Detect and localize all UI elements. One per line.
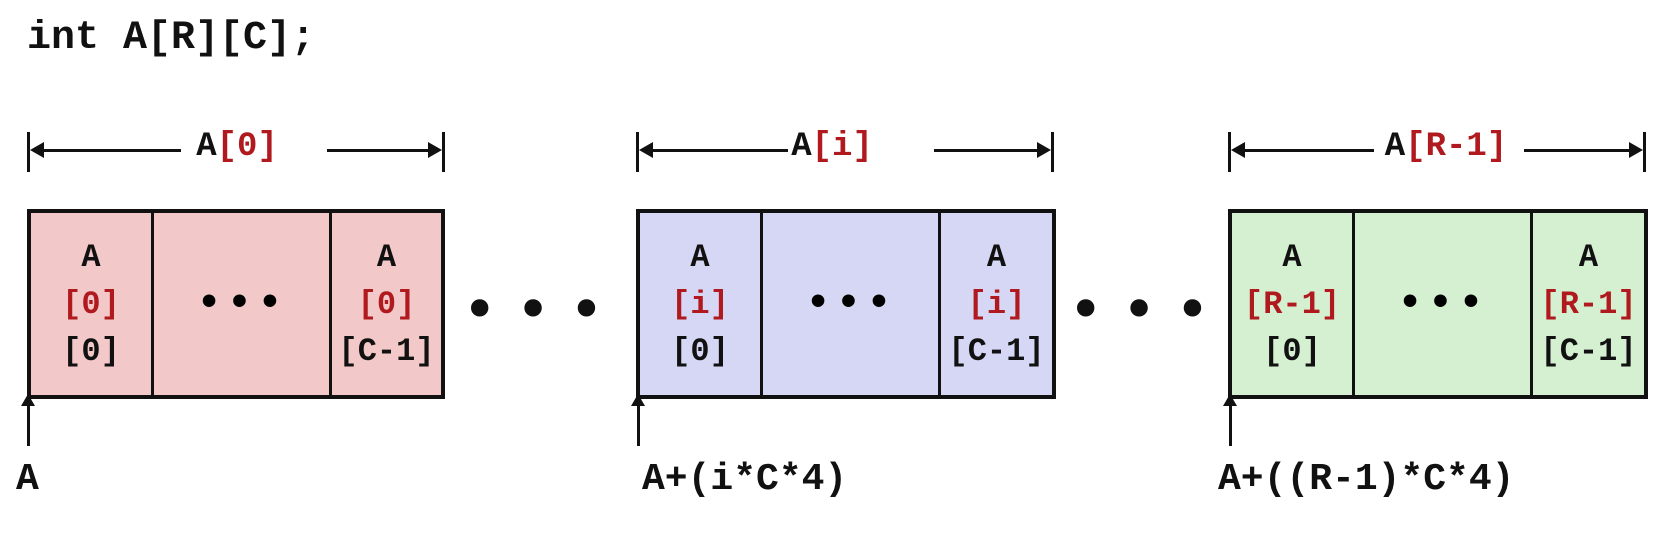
element-col-index: [0]	[671, 332, 729, 370]
element-name: A	[690, 238, 710, 276]
span-tick-left	[27, 132, 30, 172]
span-line-left	[650, 149, 788, 152]
element-middle: •••	[151, 213, 329, 395]
row-separator-1: •••	[462, 275, 623, 345]
row-address-0: A	[16, 458, 39, 501]
span-line-right	[327, 149, 431, 152]
row-address-last: A+((R-1)*C*4)	[1218, 458, 1515, 501]
element-col-index: [C-1]	[948, 332, 1045, 370]
row-span-label: A[i]	[791, 128, 873, 166]
element-row-index: [0]	[62, 285, 120, 323]
arrow-left-icon	[30, 142, 44, 158]
ellipsis-icon: •••	[804, 279, 897, 329]
span-line-left	[41, 149, 181, 152]
element-middle: •••	[1352, 213, 1530, 395]
row-span-i: A[i]	[636, 128, 1054, 172]
arrow-right-icon	[1037, 142, 1051, 158]
element-row-index: [0]	[357, 285, 416, 323]
element-name: A	[376, 238, 397, 276]
element-last: A [0] [C-1]	[329, 213, 441, 395]
arrow-right-icon	[1629, 142, 1643, 158]
row-span-label: A[0]	[196, 128, 278, 166]
element-col-index: [0]	[1263, 332, 1321, 370]
arrow-left-icon	[639, 142, 653, 158]
span-tick-right	[1643, 132, 1646, 172]
element-last: A [i] [C-1]	[938, 213, 1052, 395]
element-col-index: [0]	[62, 332, 120, 370]
ellipsis-icon: •••	[195, 279, 288, 329]
address-pointer-0	[21, 394, 35, 446]
span-line-left	[1242, 149, 1374, 152]
row-span-last: A[R-1]	[1228, 128, 1646, 172]
span-array-name: A	[791, 128, 812, 166]
element-name: A	[1282, 238, 1302, 276]
row-address-i: A+(i*C*4)	[642, 458, 848, 501]
span-line-right	[934, 149, 1040, 152]
element-row-index: [i]	[967, 285, 1026, 323]
element-first: A [R-1] [0]	[1232, 213, 1352, 395]
element-row-index: [R-1]	[1540, 285, 1637, 323]
span-line-right	[1524, 149, 1632, 152]
span-tick-right	[1051, 132, 1054, 172]
element-row-index: [R-1]	[1243, 285, 1340, 323]
element-first: A [0] [0]	[31, 213, 151, 395]
element-name: A	[1578, 238, 1599, 276]
row-block-0: A [0] [0] ••• A [0] [C-1]	[27, 209, 445, 399]
span-array-name: A	[1384, 128, 1406, 166]
span-row-index: [0]	[216, 128, 278, 166]
element-name: A	[81, 238, 101, 276]
arrow-right-icon	[428, 142, 442, 158]
address-pointer-i	[631, 394, 645, 446]
element-col-index: [C-1]	[338, 332, 435, 370]
row-span-label: A[R-1]	[1385, 128, 1507, 166]
element-col-index: [C-1]	[1540, 332, 1637, 370]
span-tick-left	[1228, 132, 1231, 172]
element-first: A [i] [0]	[640, 213, 760, 395]
span-array-name: A	[196, 128, 217, 166]
arrow-left-icon	[1231, 142, 1245, 158]
row-block-last: A [R-1] [0] ••• A [R-1] [C-1]	[1228, 209, 1648, 399]
array-declaration: int A[R][C];	[27, 16, 316, 61]
span-tick-left	[636, 132, 639, 172]
row-span-0: A[0]	[27, 128, 445, 172]
row-block-i: A [i] [0] ••• A [i] [C-1]	[636, 209, 1056, 399]
span-row-index: [R-1]	[1405, 128, 1508, 166]
element-middle: •••	[760, 213, 938, 395]
span-tick-right	[442, 132, 445, 172]
element-last: A [R-1] [C-1]	[1530, 213, 1644, 395]
span-row-index: [i]	[811, 128, 873, 166]
ellipsis-icon: •••	[1396, 279, 1489, 329]
element-row-index: [i]	[671, 285, 729, 323]
row-separator-2: •••	[1068, 275, 1229, 345]
address-pointer-last	[1223, 394, 1237, 446]
element-name: A	[986, 238, 1007, 276]
